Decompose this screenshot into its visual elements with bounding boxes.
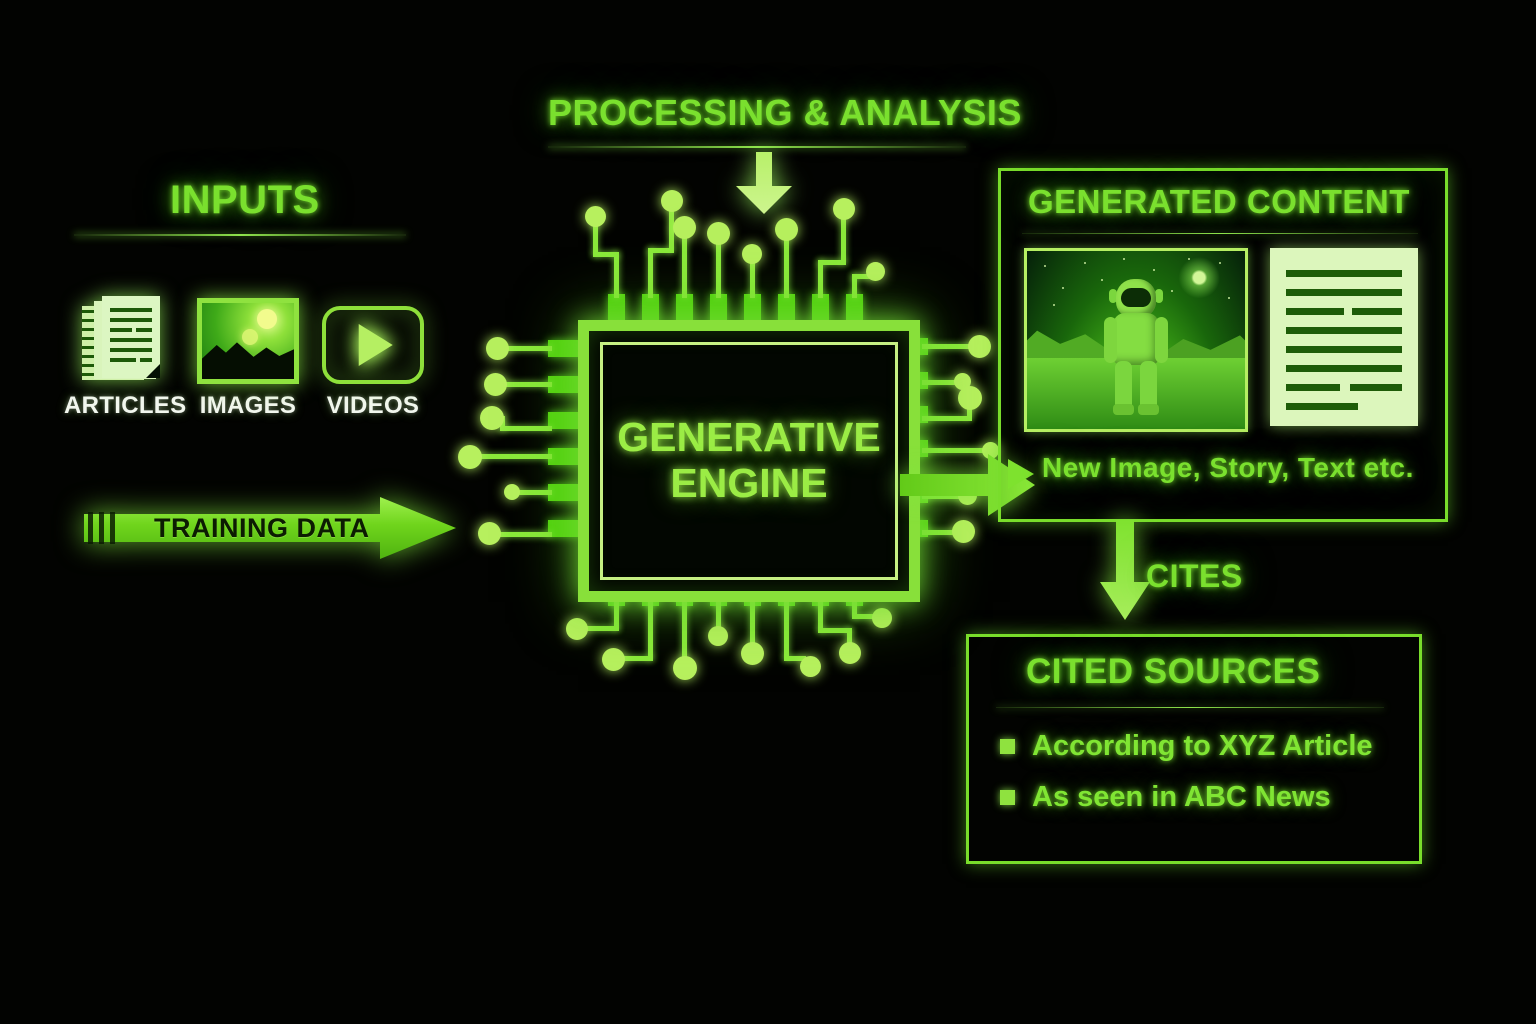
astronaut-figure: [1103, 279, 1169, 416]
cited-sources-panel: [966, 634, 1422, 864]
input-item-images: IMAGES: [188, 292, 308, 420]
chip-label-line1: GENERATIVE: [617, 414, 881, 461]
training-data-label: TRAINING DATA: [154, 512, 370, 543]
generated-content-panel: [998, 168, 1448, 522]
generated-content-title: GENERATED CONTENT: [1028, 183, 1410, 220]
play-button-icon: [313, 292, 433, 384]
inputs-title: INPUTS: [170, 178, 320, 222]
bullet-icon: [1000, 739, 1015, 754]
cited-sources-divider: [996, 707, 1384, 708]
cited-sources-list: According to XYZ Article As seen in ABC …: [1000, 730, 1400, 832]
inputs-divider: [74, 234, 406, 236]
list-item: As seen in ABC News: [1000, 781, 1400, 814]
documents-icon: [64, 292, 184, 384]
generated-document-icon: [1270, 248, 1418, 426]
bullet-icon: [1000, 790, 1015, 805]
input-item-videos: VIDEOS: [313, 292, 433, 420]
generated-content-divider: [1022, 233, 1418, 234]
chip-label: GENERATIVE ENGINE: [589, 414, 909, 507]
processing-down-arrow-icon: [736, 152, 792, 219]
input-item-articles: ARTICLES: [64, 292, 187, 420]
input-label-articles: ARTICLES: [64, 392, 187, 419]
chip-label-line2: ENGINE: [670, 460, 828, 506]
caption-arrow-icon: [1008, 459, 1034, 494]
cited-sources-title: CITED SOURCES: [1026, 652, 1321, 691]
processing-title: PROCESSING & ANALYSIS: [548, 92, 1022, 133]
cited-source-text: As seen in ABC News: [1032, 781, 1331, 813]
generated-content-caption: New Image, Story, Text etc.: [1042, 452, 1414, 483]
picture-icon: [188, 292, 308, 384]
cites-down-arrow-icon: [1100, 520, 1150, 625]
chip-body: GENERATIVE ENGINE: [578, 320, 920, 602]
astronaut-image: [1024, 248, 1248, 432]
training-data-arrow: TRAINING DATA: [84, 497, 456, 559]
list-item: According to XYZ Article: [1000, 730, 1400, 763]
chip-to-output-arrow: [900, 452, 1035, 523]
cites-label: CITES: [1146, 558, 1243, 594]
input-label-images: IMAGES: [199, 392, 297, 419]
generative-engine-chip: GENERATIVE ENGINE: [458, 190, 999, 690]
processing-divider: [548, 146, 966, 148]
cited-source-text: According to XYZ Article: [1032, 730, 1373, 762]
input-label-videos: VIDEOS: [326, 392, 420, 419]
